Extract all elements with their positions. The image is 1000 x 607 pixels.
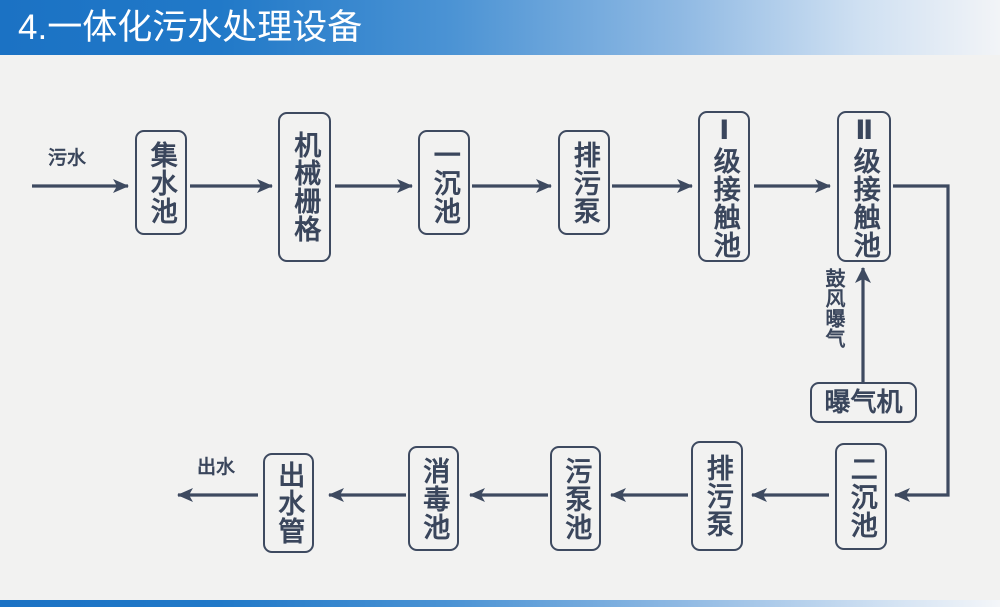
label-outlet: 出水 <box>197 457 236 478</box>
node-erchenchi[interactable]: 二沉池 <box>835 443 887 550</box>
header-bar: 4.一体化污水处理设备 <box>0 0 1000 55</box>
node-erchenchi-label: 二沉池 <box>846 454 877 539</box>
node-xiaoduchi[interactable]: 消毒池 <box>408 446 459 551</box>
node-baoqiji[interactable]: 曝气机 <box>810 382 917 423</box>
node-paiwubeng1[interactable]: 排污泵 <box>558 130 610 235</box>
label-aeration: 鼓风曝气 <box>822 268 844 348</box>
node-baoqiji-label: 曝气机 <box>824 387 903 418</box>
node-jixieshange[interactable]: 机械栅格 <box>278 112 331 262</box>
node-yichenchi-label: 一沉池 <box>429 140 460 225</box>
node-wubengchi[interactable]: 污泵池 <box>550 446 601 551</box>
node-jiechuchi2-label: Ⅱ级接触池 <box>849 114 880 259</box>
node-xiaoduchi-label: 消毒池 <box>419 456 450 541</box>
footer-bar <box>0 600 1000 607</box>
node-wubengchi-label: 污泵池 <box>561 456 592 541</box>
node-paiwubeng1-label: 排污泵 <box>569 140 600 225</box>
node-yichenchi[interactable]: 一沉池 <box>418 130 470 235</box>
node-chushuiguan-label: 出水管 <box>274 461 305 545</box>
node-jiechuchi1[interactable]: Ⅰ级接触池 <box>698 111 750 262</box>
label-inlet: 污水 <box>48 148 87 169</box>
process-flow-diagram: 集水池 机械栅格 一沉池 排污泵 Ⅰ级接触池 Ⅱ级接触池 曝气机 出水管 消毒池… <box>0 55 1000 600</box>
node-paiwubeng2-label: 排污泵 <box>702 454 733 538</box>
node-jixieshange-label: 机械栅格 <box>290 131 321 243</box>
node-chushuiguan[interactable]: 出水管 <box>263 453 314 553</box>
node-jishuichi[interactable]: 集水池 <box>135 130 187 235</box>
page-title: 4.一体化污水处理设备 <box>18 8 363 47</box>
arrow-jiechuchi2-to-erchenchi <box>893 184 950 502</box>
node-jiechuchi2[interactable]: Ⅱ级接触池 <box>837 111 891 262</box>
node-paiwubeng2[interactable]: 排污泵 <box>691 441 743 551</box>
node-jiechuchi1-label: Ⅰ级接触池 <box>709 114 740 259</box>
node-jishuichi-label: 集水池 <box>146 140 177 225</box>
